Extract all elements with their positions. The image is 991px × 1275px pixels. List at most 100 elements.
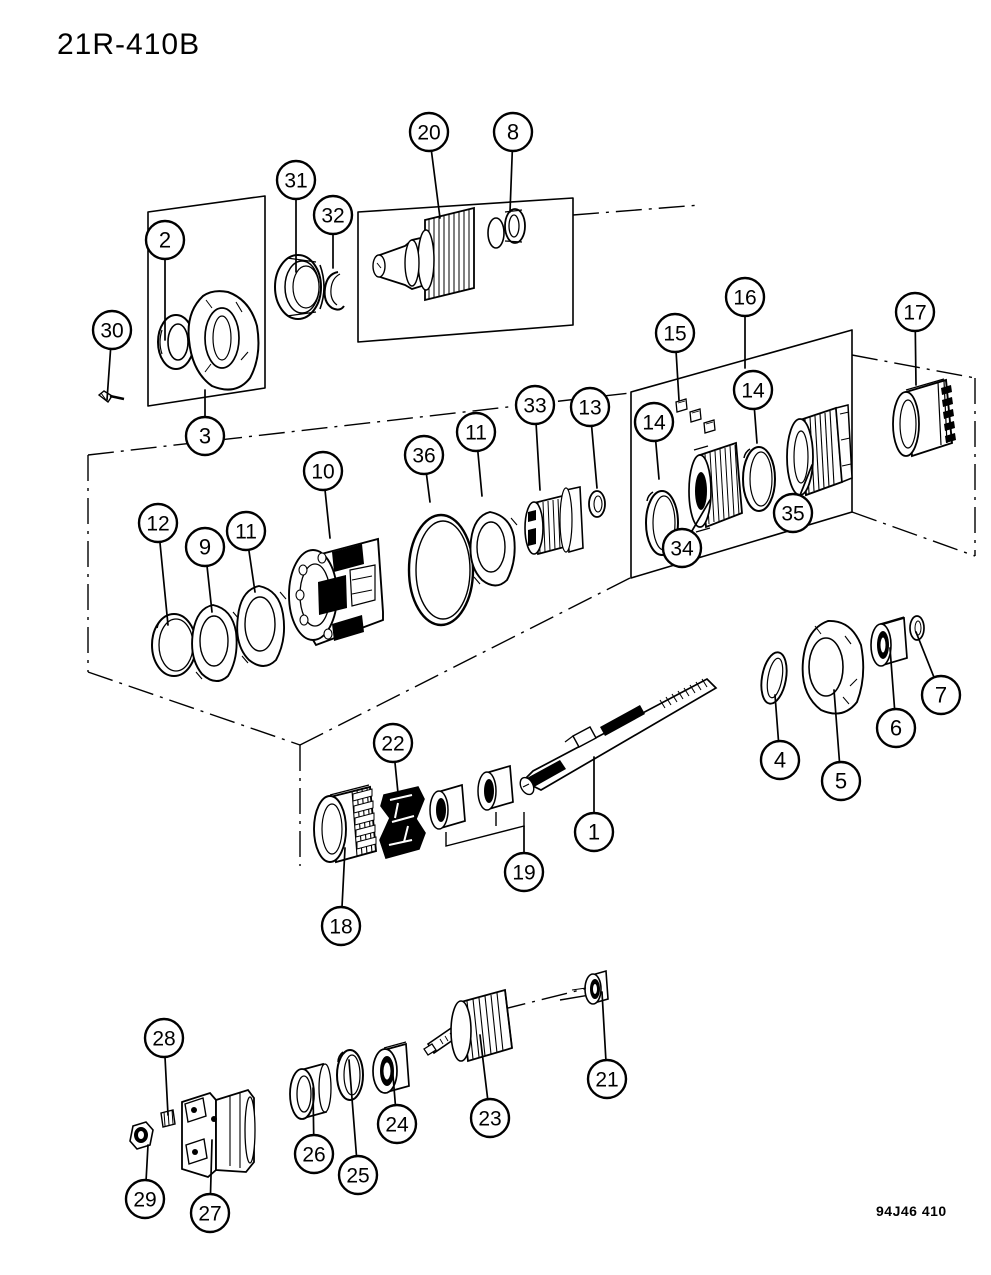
callout-4[interactable]: 4 (759, 739, 801, 781)
callout-leader-28 (164, 1056, 169, 1116)
callout-35[interactable]: 35 (772, 492, 814, 534)
callout-15[interactable]: 15 (654, 312, 696, 354)
panel-rear-case (630, 329, 853, 579)
callout-circle-18 (320, 905, 362, 947)
callout-circle-30 (91, 309, 133, 351)
callout-circle-8 (492, 111, 534, 153)
callout-number-15: 15 (663, 323, 686, 346)
callout-11a[interactable]: 11 (225, 510, 267, 552)
callout-number-26: 26 (302, 1144, 325, 1167)
callout-number-35: 35 (781, 503, 804, 526)
callout-leader-34 (690, 499, 711, 533)
callout-number-4: 4 (774, 748, 786, 773)
callout-25[interactable]: 25 (337, 1154, 379, 1196)
callout-24[interactable]: 24 (376, 1103, 418, 1145)
callout-number-32: 32 (321, 205, 344, 228)
callout-34[interactable]: 34 (661, 527, 703, 569)
callout-number-11: 11 (235, 521, 257, 544)
callout-33[interactable]: 33 (514, 384, 556, 426)
construction-line-right-lower (851, 511, 976, 557)
callout-circle-19 (503, 851, 545, 893)
part-33-sun-gear (524, 486, 584, 556)
callout-number-33: 33 (523, 395, 546, 418)
callout-circle-5 (820, 760, 862, 802)
part-19-needle-bearing-set (429, 764, 525, 847)
callout-number-20: 20 (417, 122, 440, 145)
callout-circle-6 (875, 707, 917, 749)
callout-2[interactable]: 2 (144, 219, 186, 261)
part-26-oil-seal (289, 1062, 332, 1120)
callout-circle-25 (337, 1154, 379, 1196)
callout-12[interactable]: 12 (137, 502, 179, 544)
callout-31[interactable]: 31 (275, 159, 317, 201)
part-8-bearing-race (487, 208, 526, 249)
callout-number-24: 24 (385, 1114, 409, 1137)
callout-number-10: 10 (311, 461, 334, 484)
callout-leader-33 (535, 423, 541, 491)
callout-circle-36 (403, 434, 445, 476)
callout-23[interactable]: 23 (469, 1097, 511, 1139)
callout-19[interactable]: 19 (503, 851, 545, 893)
callout-10[interactable]: 10 (302, 450, 344, 492)
callout-leader-36 (425, 472, 431, 503)
part-25-snap-ring (336, 1049, 364, 1101)
callout-circle-29 (124, 1178, 166, 1220)
callout-1[interactable]: 1 (573, 811, 615, 853)
part-27-yoke (181, 1088, 256, 1179)
callout-17[interactable]: 17 (894, 291, 936, 333)
callout-circle-15 (654, 312, 696, 354)
group-callout-bubbles: 1234567891011111213141415161718192021222… (91, 111, 962, 1234)
callout-20[interactable]: 20 (408, 111, 450, 153)
callout-22[interactable]: 22 (372, 722, 414, 764)
callout-6[interactable]: 6 (875, 707, 917, 749)
callout-number-5: 5 (835, 769, 847, 794)
callout-18[interactable]: 18 (320, 905, 362, 947)
callout-leader-11 (476, 450, 483, 497)
callout-8[interactable]: 8 (492, 111, 534, 153)
callout-36[interactable]: 36 (403, 434, 445, 476)
part-12-snap-ring (151, 613, 197, 677)
callout-number-18: 18 (329, 916, 352, 939)
group-panel-outlines (147, 195, 853, 579)
callout-21[interactable]: 21 (586, 1058, 628, 1100)
construction-line-top-right (572, 204, 701, 216)
callout-27[interactable]: 27 (189, 1192, 231, 1234)
callout-leader-22 (394, 761, 399, 794)
part-23-rear-output-shaft (423, 988, 513, 1063)
callout-3[interactable]: 3 (184, 415, 226, 457)
callout-leader-14 (753, 408, 758, 444)
callout-13[interactable]: 13 (569, 386, 611, 428)
callout-16[interactable]: 16 (724, 276, 766, 318)
callout-30[interactable]: 30 (91, 309, 133, 351)
callout-leader-20 (430, 149, 441, 219)
callout-29[interactable]: 29 (124, 1178, 166, 1220)
callout-11b[interactable]: 11 (455, 411, 497, 453)
callout-28[interactable]: 28 (143, 1017, 185, 1059)
callout-circle-16 (724, 276, 766, 318)
part-3-front-case-half (187, 290, 260, 391)
callout-7[interactable]: 7 (920, 674, 962, 716)
callout-26[interactable]: 26 (293, 1133, 335, 1175)
part-5-oil-pump-housing (801, 620, 865, 715)
callout-14a[interactable]: 14 (633, 401, 675, 443)
part-35-synchronizer-sleeve (786, 404, 853, 497)
callout-14b[interactable]: 14 (732, 369, 774, 411)
callout-circle-2 (144, 219, 186, 261)
callout-circle-21 (586, 1058, 628, 1100)
callout-leader-18 (341, 847, 346, 908)
callout-circle-17 (894, 291, 936, 333)
callout-9[interactable]: 9 (184, 526, 226, 568)
callout-circle-13 (569, 386, 611, 428)
callout-number-14: 14 (642, 412, 666, 435)
callout-5[interactable]: 5 (820, 760, 862, 802)
callout-leader-15 (675, 351, 680, 401)
callout-circle-23 (469, 1097, 511, 1139)
callout-leader-6 (889, 647, 896, 710)
callout-number-1: 1 (588, 820, 600, 845)
callout-circle-3 (184, 415, 226, 457)
callout-circle-4 (759, 739, 801, 781)
callout-32[interactable]: 32 (312, 194, 354, 236)
callout-circle-27 (189, 1192, 231, 1234)
callout-number-7: 7 (935, 683, 947, 708)
callout-number-3: 3 (199, 424, 211, 449)
